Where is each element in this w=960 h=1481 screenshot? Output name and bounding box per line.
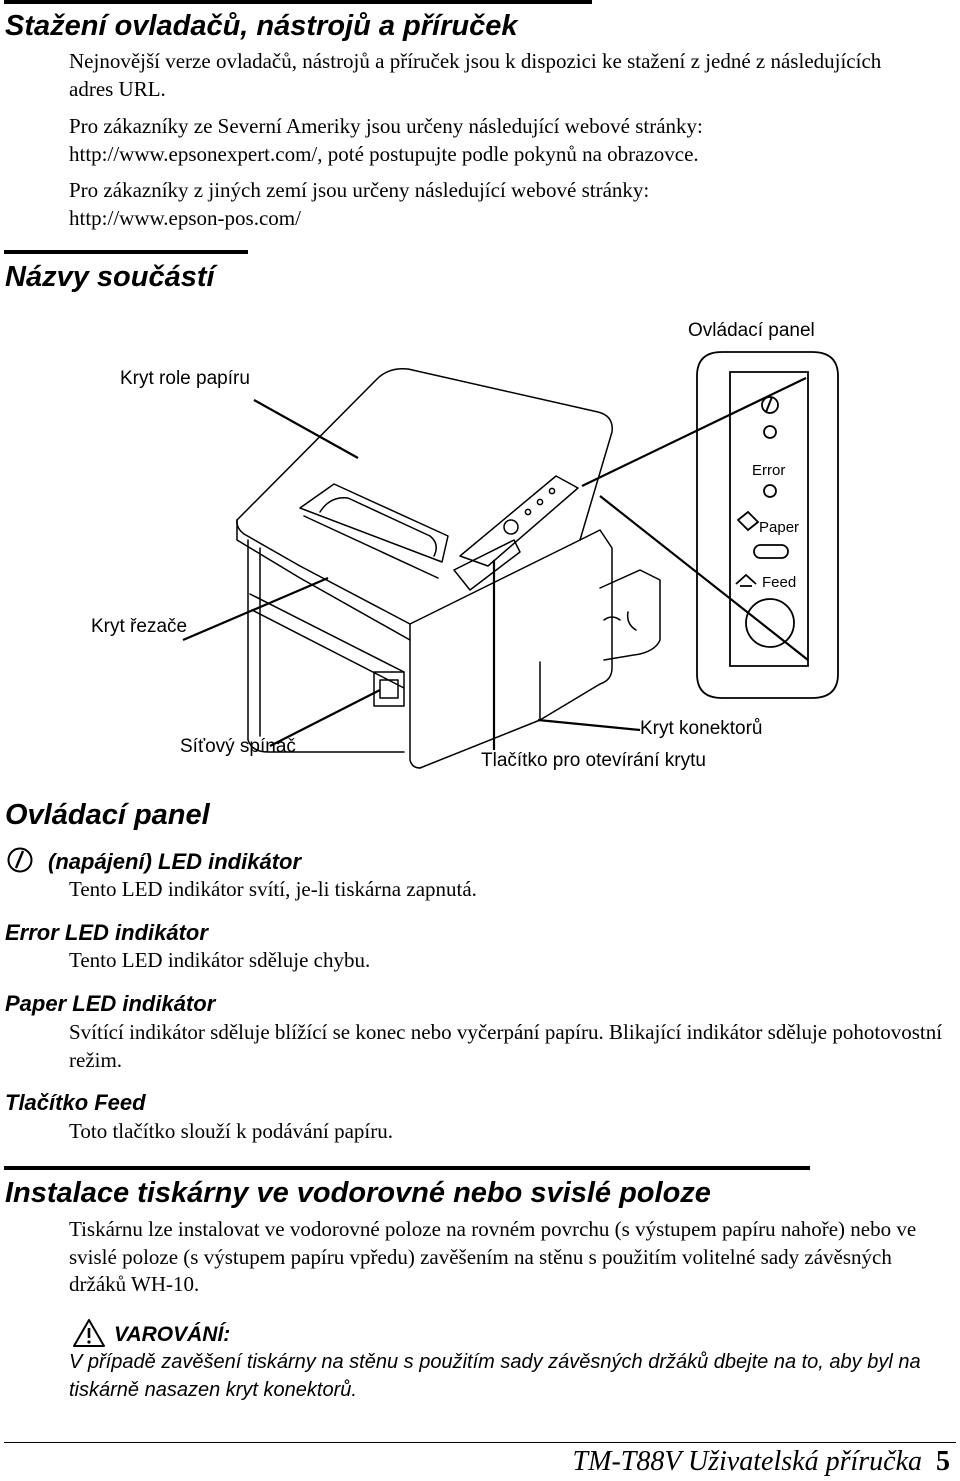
- panel-item-power-title: (napájení) LED indikátor: [48, 849, 302, 874]
- footer-rule: [4, 1442, 956, 1443]
- heading-download: Stažení ovladačů, nástrojů a příruček: [5, 10, 518, 42]
- label-cutter-cover: Kryt řezače: [91, 616, 188, 637]
- panel-item-feed-title: Tlačítko Feed: [5, 1090, 146, 1115]
- install-paragraph: Tiskárnu lze instalovat ve vodorovné pol…: [69, 1217, 917, 1296]
- label-cover-open-button: Tlačítko pro otevírání krytu: [481, 750, 706, 771]
- panel-label-paper: Paper: [759, 519, 799, 536]
- warning-icon: [73, 1319, 105, 1347]
- power-icon: [7, 847, 33, 873]
- page-number: 5: [936, 1446, 950, 1477]
- panel-item-error-text: Tento LED indikátor sděluje chybu.: [69, 948, 371, 972]
- panel-label-feed: Feed: [762, 574, 796, 591]
- footer: TM-T88V Uživatelská příručka 5: [573, 1445, 950, 1479]
- footer-title: TM-T88V Uživatelská příručka: [572, 1446, 922, 1477]
- heading-install: Instalace tiskárny ve vodorovné nebo svi…: [5, 1177, 711, 1209]
- heading-control-panel: Ovládací panel: [5, 799, 210, 831]
- printer-illustration: Error Paper Feed: [182, 351, 839, 769]
- panel-item-paper-text: Svítící indikátor sděluje blížící se kon…: [69, 1020, 943, 1072]
- label-paper-roll-cover: Kryt role papíru: [120, 368, 250, 389]
- heading-rule: [4, 250, 248, 254]
- panel-item-feed-text: Toto tlačítko slouží k podávání papíru.: [69, 1119, 393, 1143]
- warning-text: V případě zavěšení tiskárny na stěnu s p…: [69, 1351, 921, 1401]
- download-other-countries-paragraph: Pro zákazníky z jiných zemí jsou určeny …: [69, 178, 650, 230]
- label-control-panel: Ovládací panel: [688, 320, 815, 341]
- panel-label-error: Error: [752, 462, 785, 479]
- download-north-america-paragraph: Pro zákazníky ze Severní Ameriky jsou ur…: [69, 114, 703, 166]
- heading-rule: [4, 1166, 810, 1170]
- panel-item-error-title: Error LED indikátor: [5, 920, 208, 945]
- panel-item-paper-title: Paper LED indikátor: [5, 991, 216, 1016]
- panel-item-power-text: Tento LED indikátor svítí, je-li tiskárn…: [69, 877, 477, 901]
- label-connector-cover: Kryt konektorů: [640, 718, 763, 739]
- warning-title: VAROVÁNÍ:: [114, 1323, 231, 1346]
- heading-parts: Názvy součástí: [5, 261, 215, 293]
- heading-rule: [4, 0, 592, 4]
- download-intro-paragraph: Nejnovější verze ovladačů, nástrojů a př…: [69, 49, 882, 101]
